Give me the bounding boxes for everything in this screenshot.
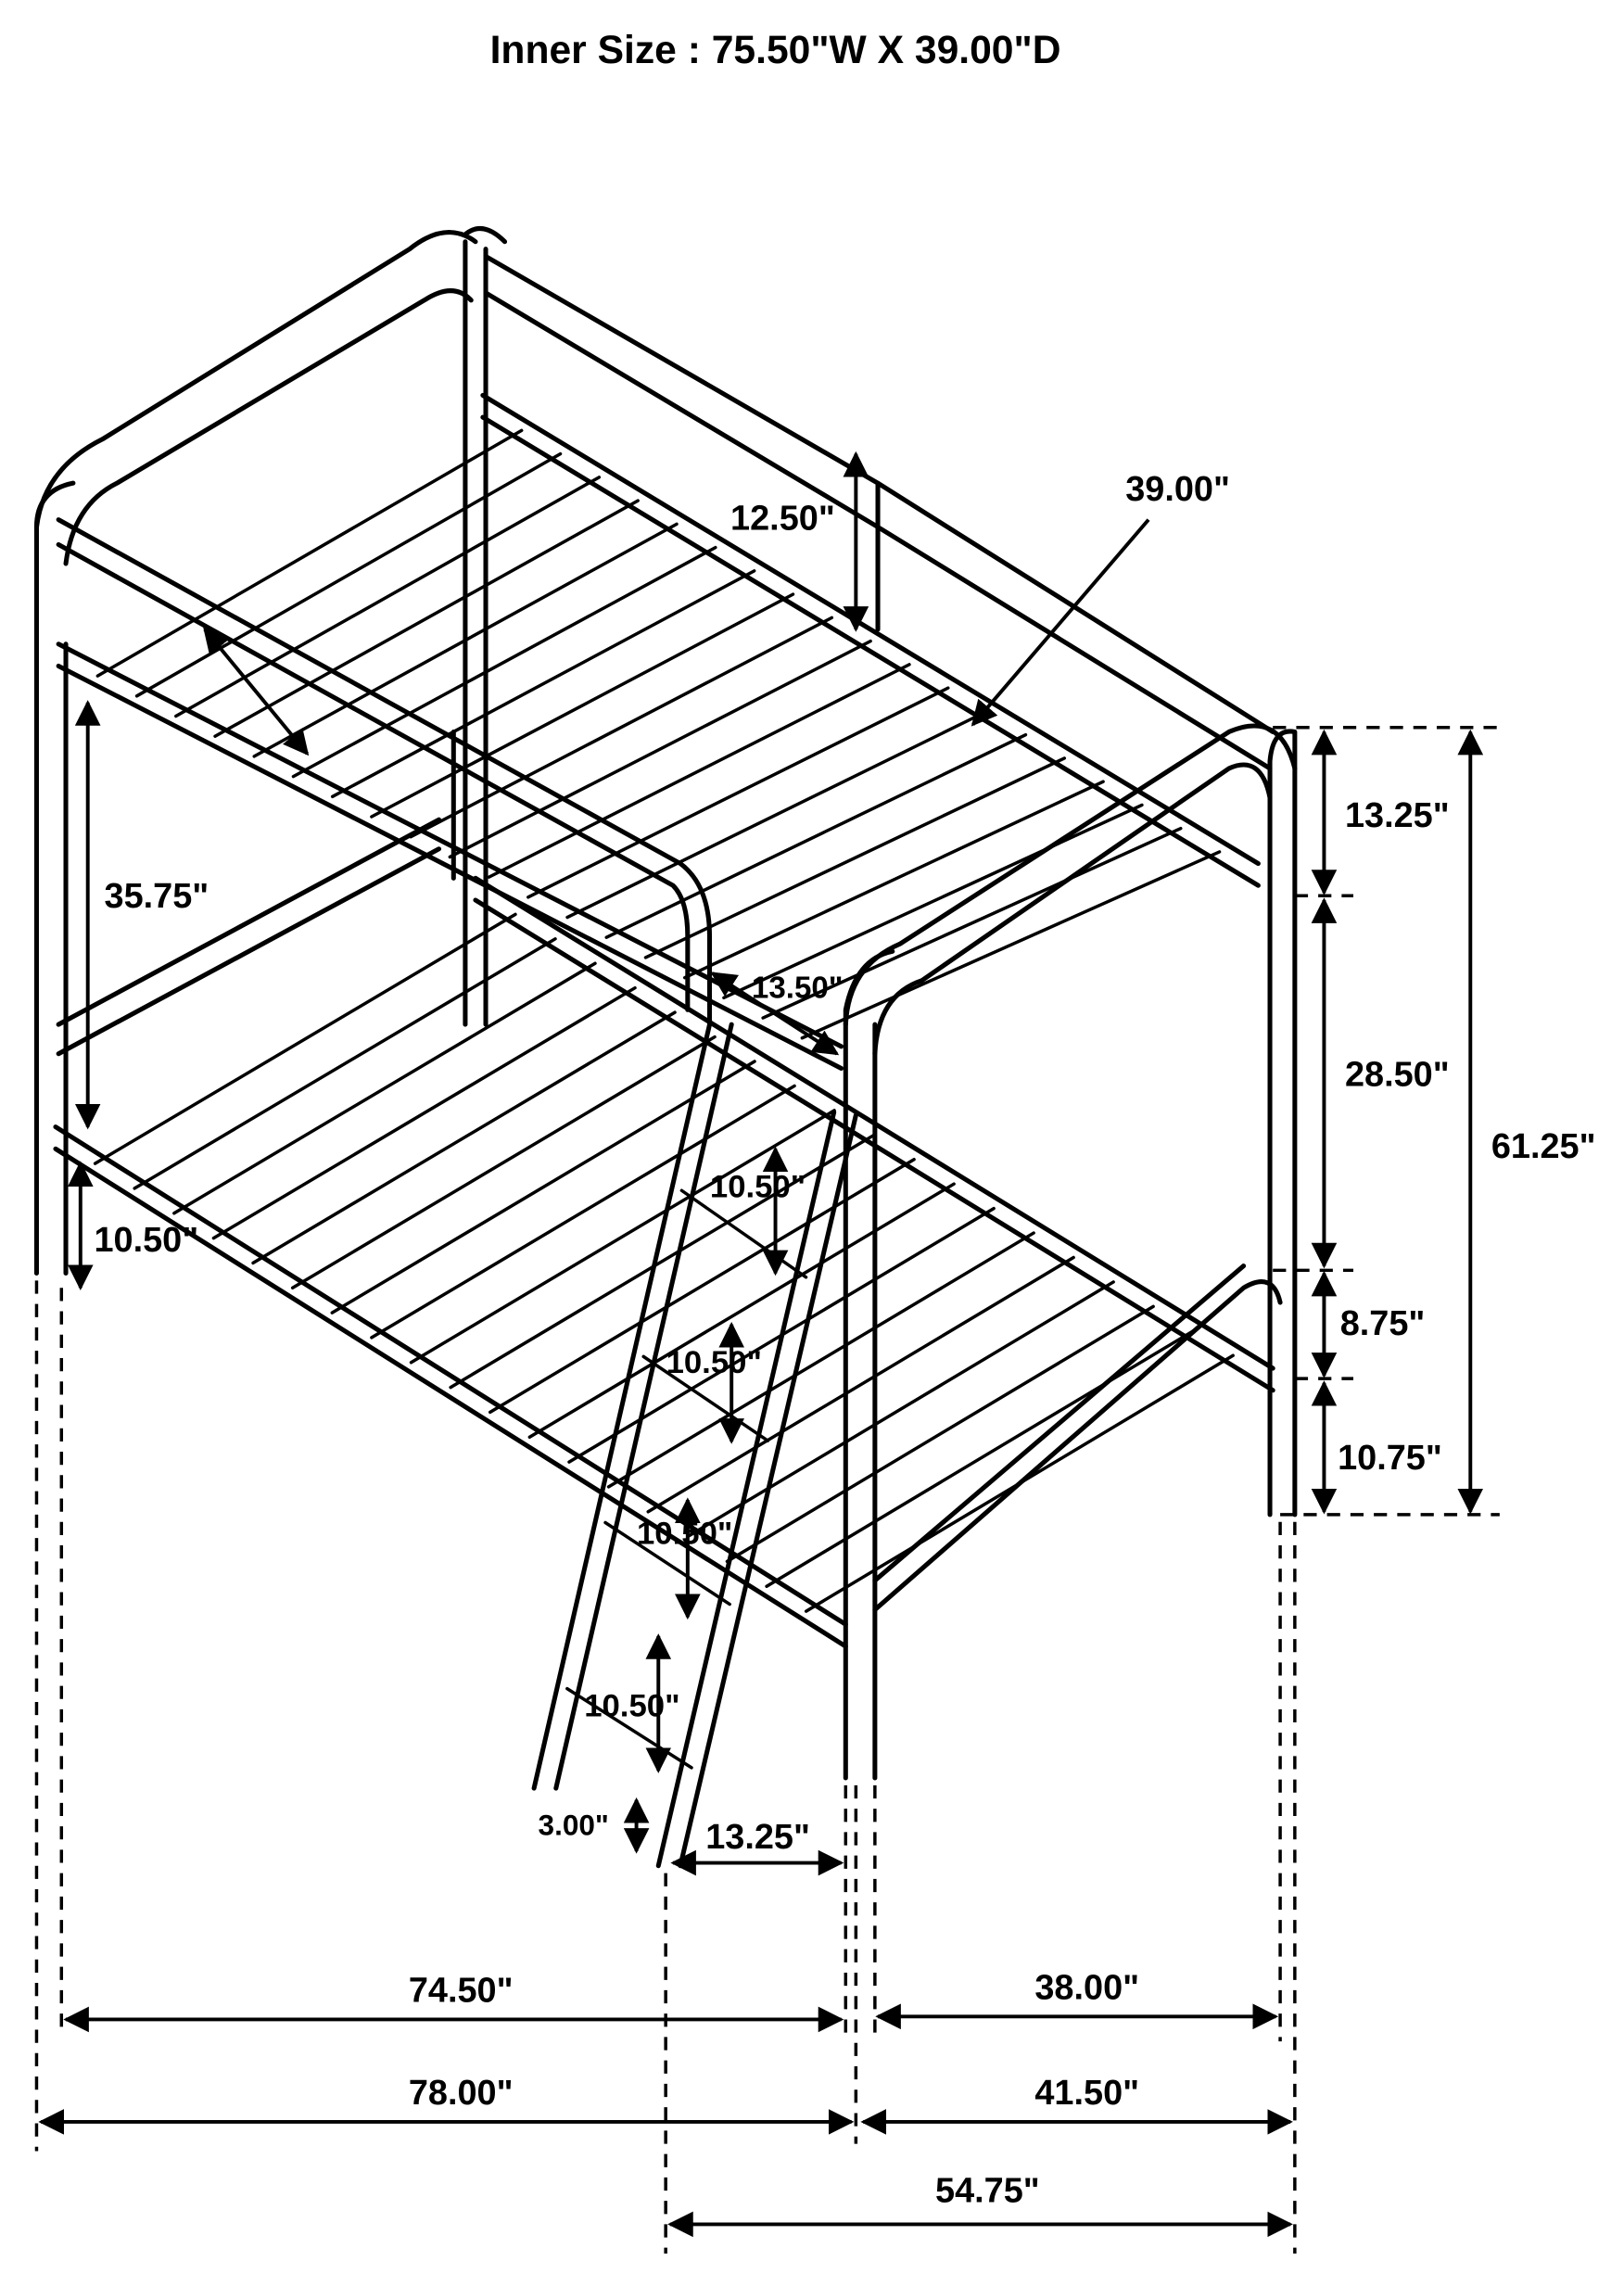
bottom-slat [290,1035,717,1289]
top-foot-arch [843,723,1298,1057]
bottom-slat [606,1231,1035,1489]
ladder-rung [641,1354,770,1442]
bottom-back-rail [473,875,1275,1393]
bottom-slat [765,1329,1195,1588]
bottom-slat [646,1255,1075,1514]
top-head-arch [33,230,478,566]
top-slat [722,803,1144,1000]
bottom-slat [409,1109,836,1365]
top-slat [448,639,872,859]
label-ladder-step-4: 10.50" [584,1689,679,1724]
diagram-title: Inner Size : 75.50"W X 39.00"D [490,28,1061,72]
label-inner-length: 74.50" [409,1972,514,2011]
label-total-height: 61.25" [1491,1127,1596,1166]
top-slat [174,476,602,718]
label-ladder-step-3: 10.50" [637,1516,732,1551]
top-slat [565,709,989,920]
ladder-rung [603,1520,731,1607]
label-ladder-offset: 13.25" [705,1818,810,1857]
post-right-front [843,948,895,1781]
bottom-slat [251,1010,677,1265]
top-slat [604,732,1028,939]
top-slat [134,451,563,698]
bottom-slat [93,912,517,1165]
label-outer-length: 78.00" [409,2074,514,2113]
label-ladder-foot: 3.00" [539,1809,609,1842]
label-top-guard-height: 13.25" [1345,796,1450,835]
label-ladder-step-1: 10.50" [710,1169,806,1204]
top-slat [682,780,1105,980]
bottom-slat [172,961,597,1215]
top-back-guard [483,253,1275,771]
ladder [531,1022,858,1869]
top-slat [527,686,950,899]
bottom-head-guard [56,817,442,1057]
label-inner-depth: 39.00" [1125,470,1230,509]
label-top-rail-height: 12.50" [730,500,835,539]
label-inner-width: 38.00" [1034,1968,1139,2007]
label-width-with-ladder: 54.75" [935,2172,1040,2211]
top-slat [95,428,524,678]
top-slat [487,663,911,879]
label-bunk-clearance: 35.75" [105,877,209,916]
post-left-back [463,226,508,1027]
top-slat [291,545,717,779]
top-slat [213,499,640,738]
bottom-slat [449,1133,876,1390]
post-right-back [1267,729,1298,1518]
top-slat [409,616,834,839]
bottom-slat [686,1280,1115,1539]
label-bottom-guard-height: 8.75" [1340,1304,1426,1343]
top-front-guard [56,517,713,1027]
bottom-slat [370,1084,796,1340]
label-bottom-clearance: 10.50" [94,1221,198,1260]
bottom-slat [725,1304,1155,1564]
bottom-front-rail [53,1124,848,1649]
label-outer-width: 41.50" [1034,2074,1139,2113]
top-back-rail [480,392,1261,888]
bottom-slat [330,1060,756,1314]
label-guardrail-gap: 13.50" [752,972,844,1006]
top-slat [370,592,795,819]
dimension-lines [34,451,1500,2254]
label-between-bunks: 28.50" [1345,1055,1450,1094]
label-ladder-step-2: 10.50" [666,1345,762,1380]
label-floor-to-bottom: 10.75" [1338,1439,1442,1478]
bottom-foot-guard [872,1264,1283,1613]
top-slat [330,569,756,799]
bed-frame [33,226,1298,1869]
bottom-slat [527,1182,956,1439]
bottom-slat [211,985,637,1240]
top-slat [643,756,1067,959]
top-slat [800,850,1222,1040]
slats [93,428,1235,1613]
